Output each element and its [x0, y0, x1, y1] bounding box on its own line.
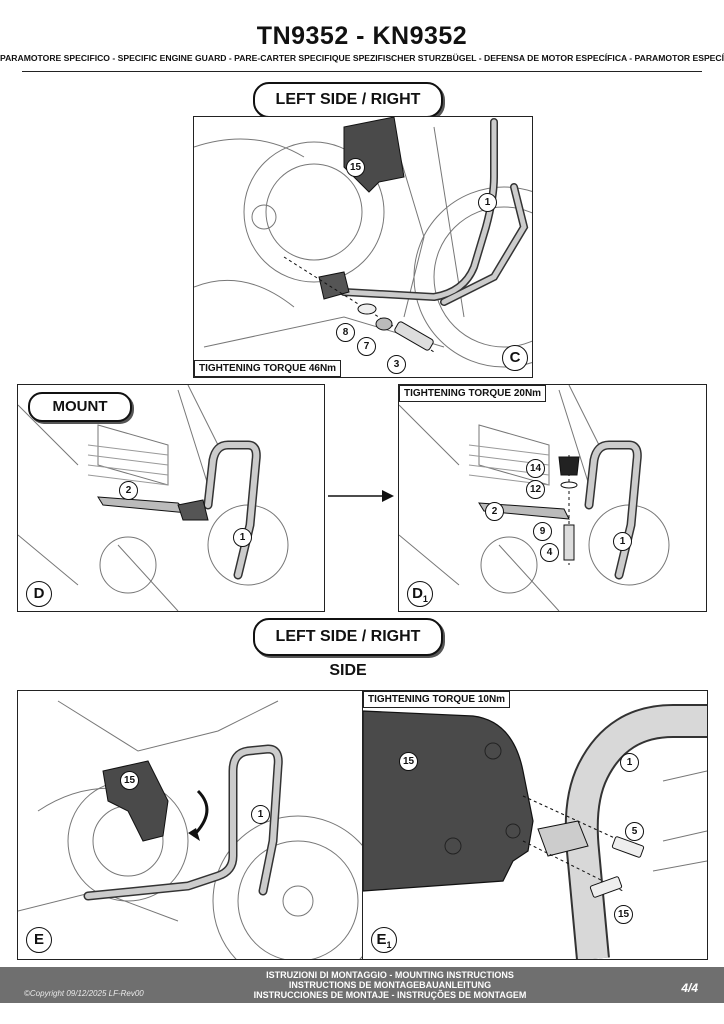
part-number-4: 4: [540, 543, 559, 562]
panel-letter-c: C: [502, 345, 528, 371]
part-number-1: 1: [613, 532, 632, 551]
part-number-3: 3: [387, 355, 406, 374]
part-number-1: 1: [251, 805, 270, 824]
copyright: ©Copyright 09/12/2025 LF-Rev00: [24, 989, 144, 998]
panel-letter-e: E: [26, 927, 52, 953]
torque-label-d1: TIGHTENING TORQUE 20Nm: [399, 385, 547, 402]
footer-line-1: ISTRUZIONI DI MONTAGGIO - MOUNTING INSTR…: [266, 970, 514, 980]
part-number-7: 7: [357, 337, 376, 356]
part-number-12: 12: [526, 480, 545, 499]
part-number-1: 1: [233, 528, 252, 547]
side-label-middle: LEFT SIDE / RIGHT SIDE: [253, 618, 443, 679]
panel-e1: TIGHTENING TORQUE 10Nm 15 1 5 15 E1: [362, 690, 708, 960]
header-divider: [22, 71, 702, 72]
part-number-15: 15: [399, 752, 418, 771]
footer-line-2: INSTRUCTIONS DE MONTAGEBAUANLEITUNG: [288, 980, 492, 990]
panel-d-illustration: [18, 385, 289, 611]
panel-letter-d1: D1: [407, 581, 433, 607]
part-number-5: 5: [625, 822, 644, 841]
torque-label-c: TIGHTENING TORQUE 46Nm: [194, 360, 342, 377]
part-number-15: 15: [120, 771, 139, 790]
footer-bar: ISTRUZIONI DI MONTAGGIO - MOUNTING INSTR…: [0, 967, 724, 1003]
part-number-2: 2: [119, 481, 138, 500]
footer-instructions: ISTRUZIONI DI MONTAGGIO - MOUNTING INSTR…: [200, 970, 580, 1000]
part-number-1: 1: [620, 753, 639, 772]
panel-d1-illustration: [399, 385, 670, 611]
part-number-15: 15: [346, 158, 365, 177]
panel-d: MOUNT 2 1 D: [17, 384, 325, 612]
panel-c-illustration: [194, 117, 532, 368]
panel-e: 15 1 E: [17, 690, 363, 960]
mount-label: MOUNT: [28, 392, 132, 422]
panel-letter-d: D: [26, 581, 52, 607]
part-number-14: 14: [526, 459, 545, 478]
page-number: 4/4: [681, 981, 698, 995]
part-number-15: 15: [614, 905, 633, 924]
page-title: TN9352 - KN9352: [256, 22, 468, 50]
part-number-2: 2: [485, 502, 504, 521]
page-subtitle: PARAMOTORE SPECIFICO - SPECIFIC ENGINE G…: [0, 53, 724, 63]
panel-e-illustration: [18, 700, 362, 959]
arrow-right-icon: [328, 490, 394, 502]
part-number-9: 9: [533, 522, 552, 541]
footer-line-3: INSTRUCCIONES DE MONTAJE - INSTRUÇÕES DE…: [253, 990, 527, 1000]
panel-d1: TIGHTENING TORQUE 20Nm 14 12 2 9 4 1 D1: [398, 384, 707, 612]
panel-letter-e1: E1: [371, 927, 397, 953]
panel-e1-illustration: [363, 704, 707, 959]
part-number-1: 1: [478, 193, 497, 212]
torque-label-e1: TIGHTENING TORQUE 10Nm: [363, 691, 511, 708]
panel-c: 15 1 8 7 3 TIGHTENING TORQUE 46Nm C: [193, 116, 533, 378]
side-label-top: LEFT SIDE / RIGHT SIDE: [253, 82, 443, 140]
part-number-8: 8: [336, 323, 355, 342]
